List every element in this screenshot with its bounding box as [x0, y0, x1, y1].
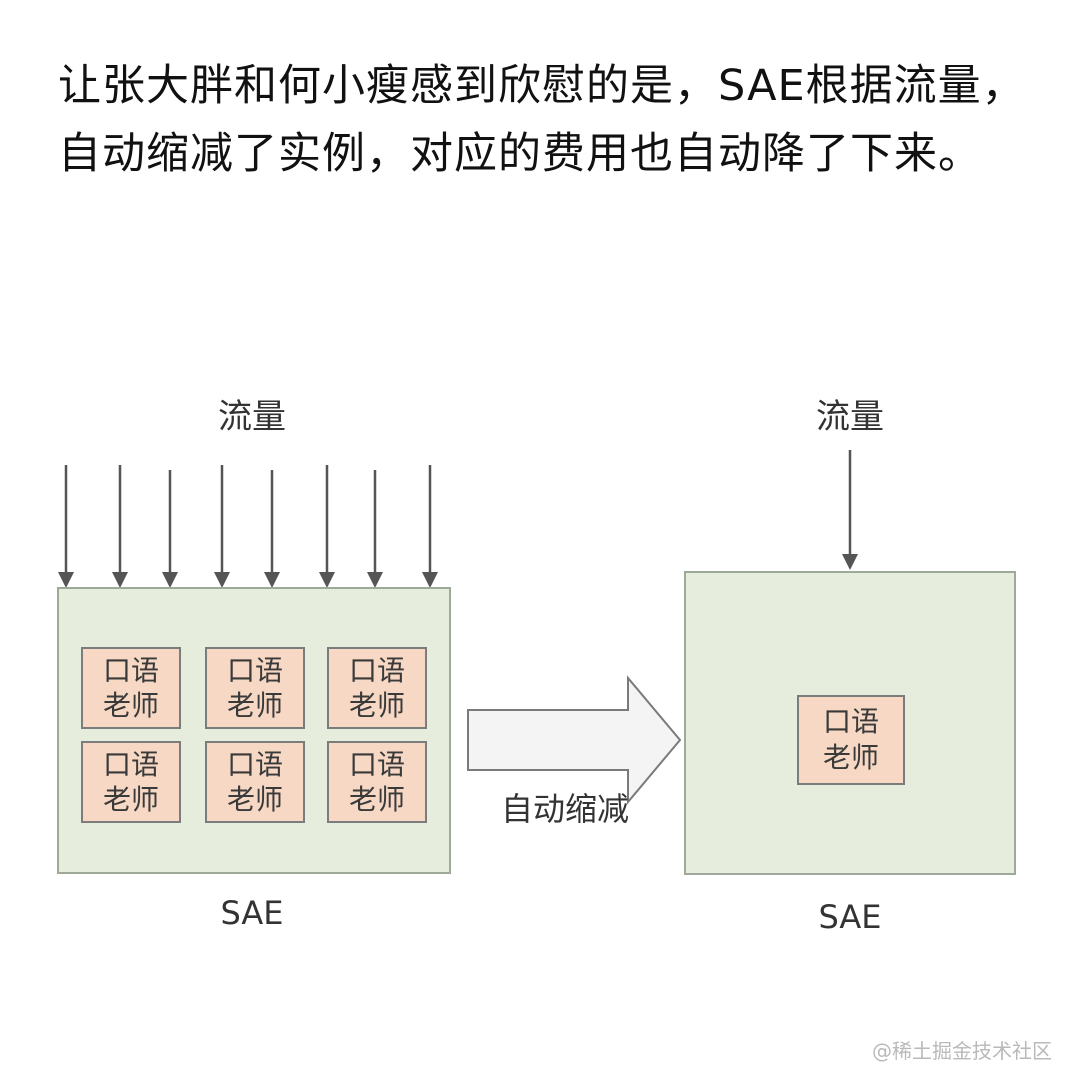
instance-label-line1: 口语	[103, 748, 159, 781]
instance-box: 口语 老师	[327, 647, 427, 729]
instance-label-line1: 口语	[823, 705, 879, 738]
instance-label-line2: 老师	[227, 689, 283, 722]
left-sae-panel	[57, 587, 451, 874]
left-traffic-label: 流量	[218, 397, 286, 437]
right-traffic-label: 流量	[816, 397, 884, 437]
instance-label-line1: 口语	[103, 654, 159, 687]
instance-box: 口语 老师	[205, 741, 305, 823]
instance-box: 口语 老师	[797, 695, 905, 785]
instance-label-line2: 老师	[103, 783, 159, 816]
left-traffic-arrows	[58, 465, 438, 588]
instance-label-line2: 老师	[823, 741, 879, 774]
instance-label-line2: 老师	[103, 689, 159, 722]
instance-label-line2: 老师	[349, 689, 405, 722]
instance-label-line1: 口语	[349, 748, 405, 781]
instance-box: 口语 老师	[81, 647, 181, 729]
instance-box: 口语 老师	[205, 647, 305, 729]
left-instances: 口语 老师 口语 老师 口语 老师 口语 老师 口语 老师 口语 老师	[81, 647, 427, 823]
watermark: @稀土掘金技术社区	[872, 1039, 1052, 1063]
instance-label-line1: 口语	[227, 748, 283, 781]
instance-label-line2: 老师	[349, 783, 405, 816]
instance-label-line1: 口语	[349, 654, 405, 687]
instance-box: 口语 老师	[327, 741, 427, 823]
transition-label: 自动缩减	[501, 790, 629, 828]
scale-down-arrow	[467, 675, 682, 805]
left-sae-label: SAE	[220, 894, 283, 932]
instance-box: 口语 老师	[81, 741, 181, 823]
body-paragraph: 让张大胖和何小瘦感到欣慰的是，SAE根据流量，自动缩减了实例，对应的费用也自动降…	[58, 61, 1026, 179]
instance-label-line2: 老师	[227, 783, 283, 816]
right-sae-label: SAE	[818, 898, 881, 936]
instance-label-line1: 口语	[227, 654, 283, 687]
